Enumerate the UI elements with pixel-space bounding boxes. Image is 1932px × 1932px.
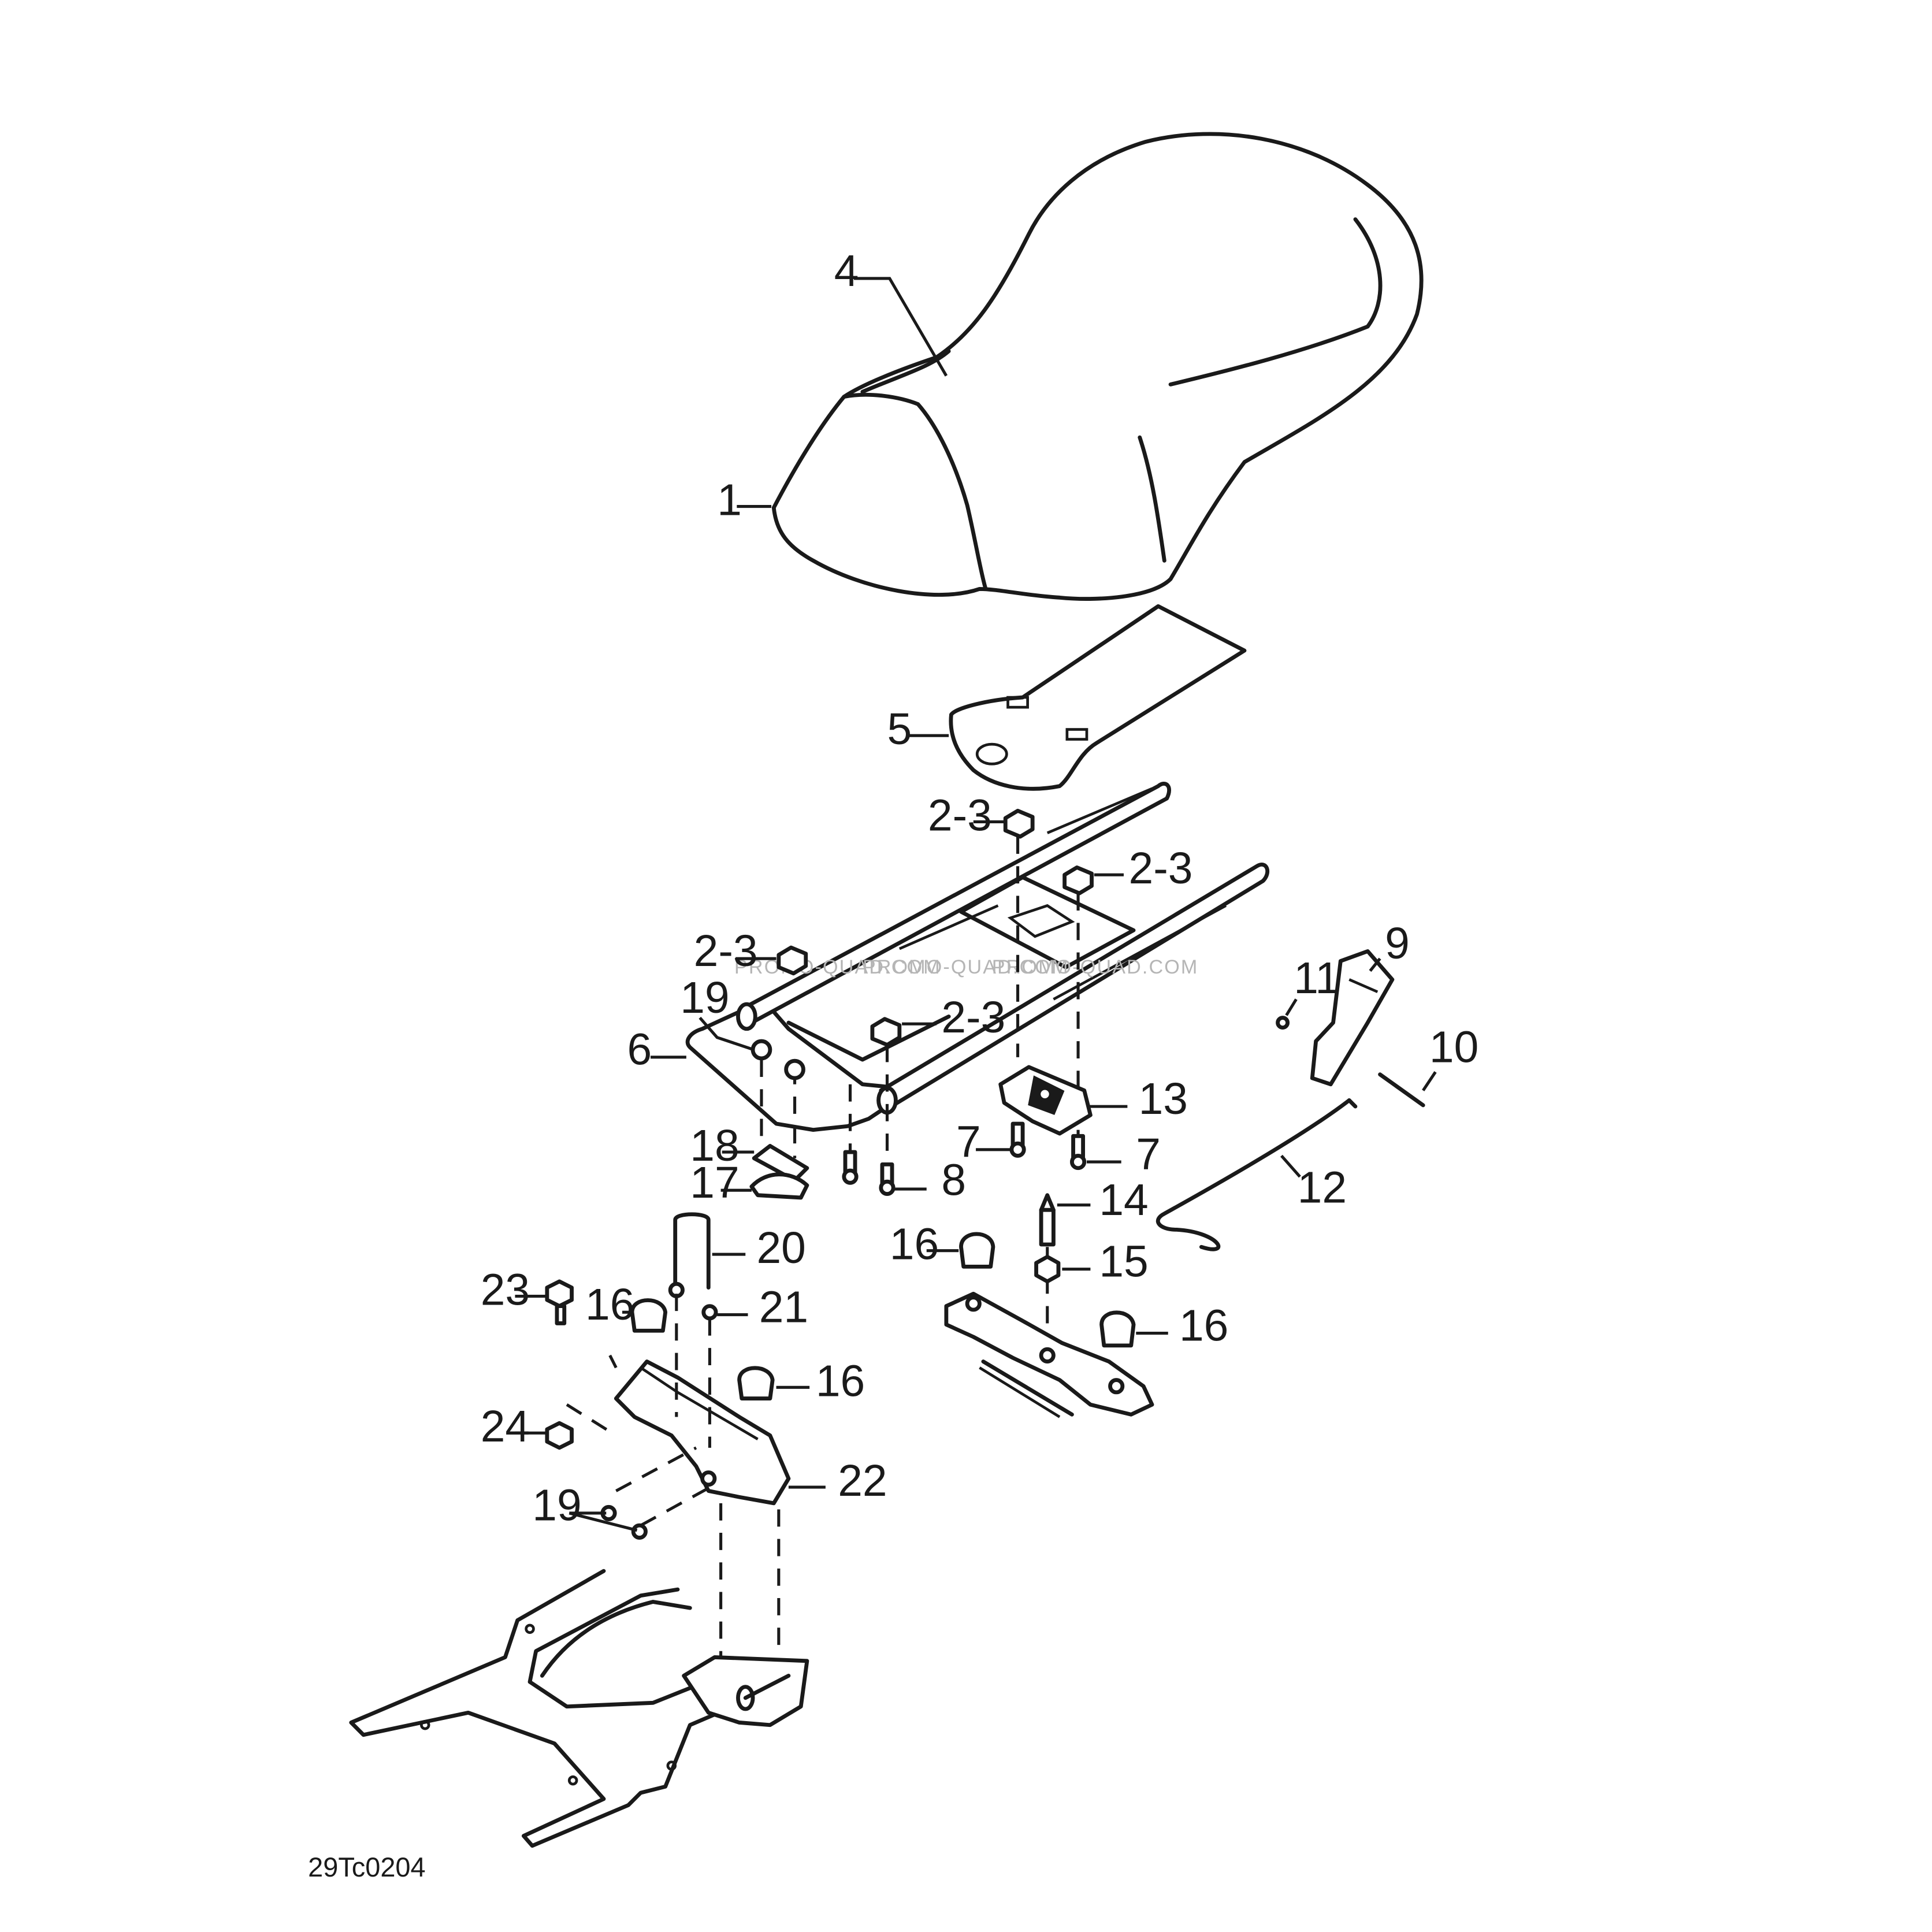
callout-15: 15 [1099,1237,1148,1286]
callout-23: 23 [481,1265,530,1314]
seat-base-frame: PROMO-QUAD.COM PROMO-QUAD.COM PROMO-QUAD… [685,782,1270,1132]
callout-7: 7 [956,1118,981,1167]
callout-20: 20 [756,1224,805,1273]
callout-labels: 4 1 5 2-3 2-3 2-3 2-3 6 19 18 17 8 7 7 1… [481,247,1479,1530]
seat-pan-sheet [949,604,1247,791]
callout-8: 8 [941,1156,966,1205]
callout-9: 9 [1385,919,1410,968]
latch-bracket [998,1065,1093,1136]
callout-10: 10 [1429,1023,1478,1072]
callout-19: 19 [532,1481,581,1530]
callout-16: 16 [1179,1301,1228,1350]
callout-5: 5 [887,705,912,754]
callout-14: 14 [1099,1176,1148,1225]
callout-17: 17 [690,1158,739,1208]
callout-19: 19 [680,974,729,1023]
callout-2-3: 2-3 [694,927,758,976]
callout-leaders [515,277,1437,1532]
callout-13: 13 [1139,1075,1188,1124]
front-support-bracket [566,1294,791,1664]
bumper-clip [749,1143,809,1200]
callout-4: 4 [834,247,859,296]
callout-16: 16 [890,1220,939,1269]
rear-cross-member [944,1291,1154,1418]
callout-1: 1 [717,475,742,525]
vehicle-frame [349,1569,809,1848]
callout-22: 22 [838,1457,887,1506]
seat-cover [771,132,1424,601]
bolts [842,1121,1087,1196]
callout-6: 6 [627,1026,652,1075]
seat-latch [1156,949,1425,1251]
callout-2-3: 2-3 [1129,844,1193,893]
callout-7: 7 [1136,1130,1161,1179]
callout-12: 12 [1298,1163,1347,1212]
callout-24: 24 [481,1402,530,1451]
clip-nuts [776,808,1094,1047]
callout-21: 21 [759,1283,808,1332]
diagram-reference-code: 29Tc0204 [308,1852,425,1882]
callout-18: 18 [690,1121,739,1171]
rubber-bumpers [630,1232,1136,1400]
callout-16: 16 [585,1280,634,1329]
callout-2-3: 2-3 [928,791,992,840]
callout-2-3: 2-3 [941,993,1005,1042]
watermark-text: PROMO-QUAD.COM [992,956,1199,978]
watermark-text: PROMO-QUAD.COM [863,956,1069,978]
callout-11: 11 [1294,954,1340,1003]
callout-16: 16 [816,1357,865,1406]
pin-and-nut [1034,1193,1061,1284]
